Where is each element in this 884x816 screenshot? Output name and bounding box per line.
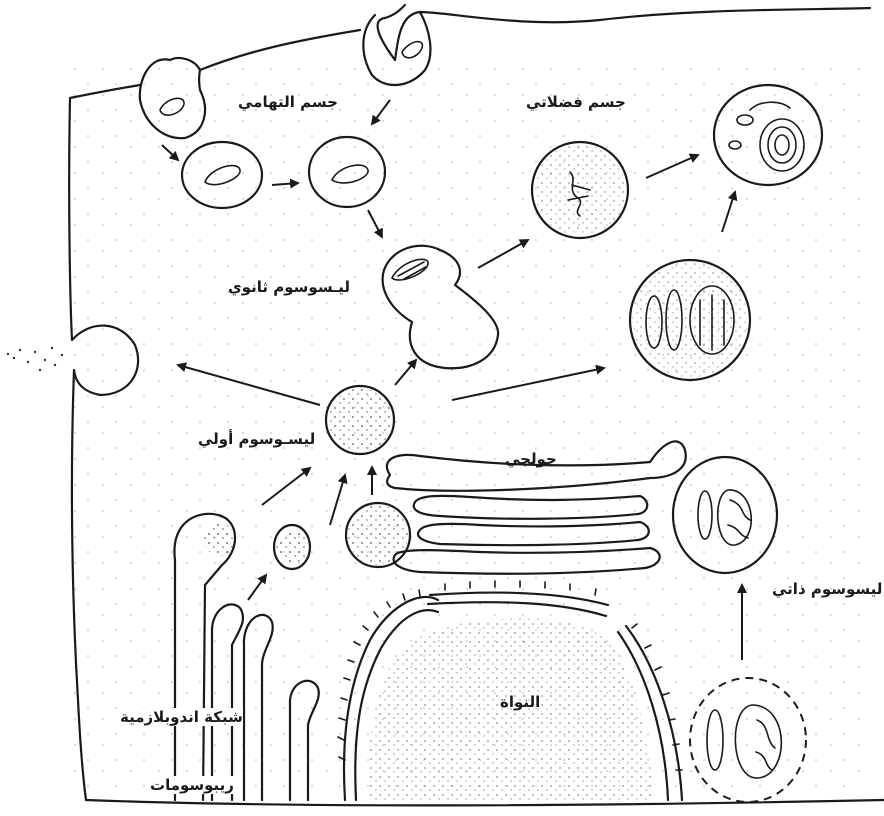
label-secondary-lysosome: ليـسوسوم ثانوي [228,278,350,296]
label-residual-body: جسم فضلاتي [526,93,626,111]
label-ribosomes: ريبوسومات [150,776,234,794]
incoming-particle-top [402,42,422,58]
label-phagosome: جسم التهامي [238,93,338,111]
label-golgi: جولجي [505,450,557,468]
label-endoplasmic-reticulum: شبكة اندوبلازمية [120,708,243,726]
cell-bottom-edge [86,800,884,805]
label-autolysosome: ليسوسوم ذاتي [772,580,882,598]
label-primary-lysosome: ليسـوسوم أولي [198,430,315,448]
exocytosis-spray [7,347,63,371]
label-nucleus: النواة [500,693,540,711]
